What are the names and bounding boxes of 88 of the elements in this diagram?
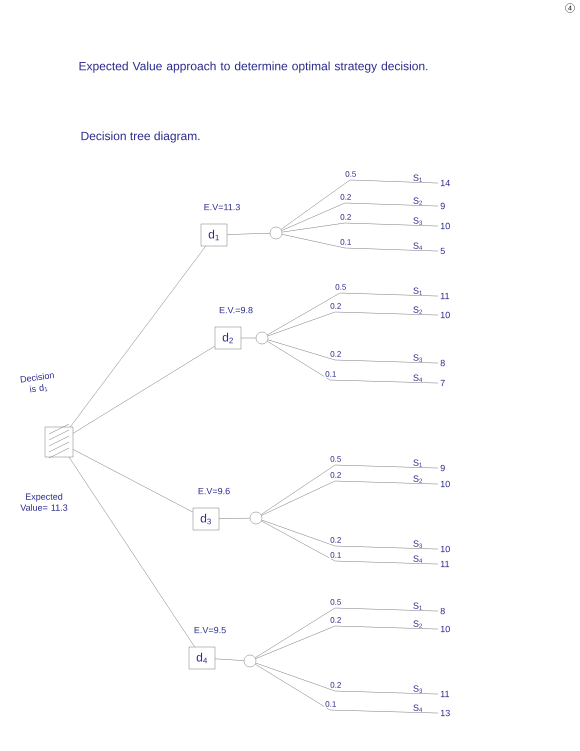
branch-line: [260, 464, 438, 515]
chance-circle: [270, 226, 282, 240]
state-label: S$_{3}$: [413, 540, 422, 548]
chance-circle: [244, 654, 256, 668]
branch-line: [256, 626, 438, 659]
decision-box: d$_{1}$: [200, 224, 228, 246]
state-label: S$_{4}$: [413, 704, 422, 712]
edge-label: 0.2: [339, 193, 352, 201]
title: Expected Value approach to determine optimal strategy decision.: [80, 62, 428, 73]
edge-label: 0.2: [329, 302, 342, 310]
branch-line: [268, 340, 438, 364]
branch-line: [68, 457, 195, 647]
branch-line: [268, 312, 438, 336]
decision-box: d$_{4}$: [188, 646, 216, 670]
payoff-value: 9: [440, 464, 445, 472]
edge-label: 0.2: [329, 681, 342, 689]
state-label: S$_{1}$: [413, 174, 422, 182]
state-label: S$_{1}$: [413, 602, 422, 610]
decision-box: d$_{3}$: [192, 508, 220, 530]
edge-label: 0.1: [324, 370, 338, 378]
branch-line: [215, 658, 244, 661]
payoff-value: 10: [440, 222, 450, 230]
branch-line: [70, 246, 206, 427]
state-label: S$_{1}$: [413, 287, 422, 295]
payoff-value: 11: [440, 690, 450, 698]
branch-line: [282, 222, 438, 232]
branch-line: [267, 341, 438, 384]
payoff-value: 8: [440, 608, 445, 614]
payoff-value: 13: [440, 710, 450, 716]
branch-line: [227, 233, 270, 235]
payoff-value: 9: [440, 202, 445, 210]
state-label: S$_{3}$: [413, 217, 422, 225]
state-label: S$_{4}$: [413, 374, 422, 382]
payoff-value: 7: [440, 380, 445, 386]
branch-line: [219, 518, 250, 519]
payoff-value: 14: [440, 180, 450, 186]
branch-line: [73, 346, 215, 434]
edge-label: 0.2: [329, 616, 342, 624]
expected-value-label: E.V=11.3: [204, 204, 240, 210]
branch-line: [261, 480, 438, 516]
payoff-value: 10: [440, 312, 450, 318]
edge-label: 0.5: [334, 283, 348, 291]
chance-circle: [250, 512, 262, 524]
edge-label: 0.1: [329, 551, 342, 559]
chance-circle: [256, 332, 268, 344]
decision-note: Decision is d$_{1}$: [20, 372, 54, 392]
hatched-decision-box: [44, 424, 74, 458]
branch-line: [73, 449, 193, 512]
branch-line: [280, 180, 438, 230]
branch-line: [262, 520, 438, 550]
payoff-value: 11: [440, 560, 450, 568]
branch-line: [255, 608, 438, 658]
edge-label: 0.5: [344, 170, 358, 178]
payoff-value: 11: [440, 292, 450, 300]
edge-label: 0.1: [339, 238, 352, 246]
expected-value-note: Expected Value= 11.3: [20, 493, 68, 511]
payoff-value: 10: [440, 546, 450, 552]
branch-line: [256, 662, 438, 694]
state-label: S$_{4}$: [413, 556, 422, 563]
state-label: S$_{2}$: [413, 620, 422, 628]
edge-label: 0.1: [324, 700, 338, 708]
branch-line: [282, 202, 438, 231]
edge-label: 0.5: [329, 455, 342, 463]
payoff-value: 10: [440, 480, 450, 488]
state-label: S$_{4}$: [413, 242, 422, 250]
edge-label: 0.2: [329, 536, 342, 544]
branch-line: [255, 664, 438, 714]
expected-value-label: E.V.=9.8: [220, 306, 253, 314]
payoff-value: 5: [440, 248, 445, 254]
state-label: S$_{1}$: [413, 460, 422, 467]
edge-label: 0.2: [339, 213, 352, 221]
expected-value-label: E.V=9.5: [194, 626, 226, 634]
subtitle: Decision tree diagram.: [82, 131, 200, 143]
branch-line: [267, 292, 438, 336]
edge-label: 0.2: [329, 350, 342, 358]
payoff-value: 10: [440, 626, 450, 632]
branch-line: [282, 234, 438, 252]
branch-line: [261, 520, 438, 564]
edge-label: 0.2: [329, 471, 342, 479]
state-label: S$_{2}$: [413, 475, 422, 483]
state-label: S$_{2}$: [413, 197, 422, 205]
state-label: S$_{2}$: [413, 306, 422, 314]
payoff-value: 8: [440, 360, 445, 366]
state-label: S$_{3}$: [413, 685, 422, 693]
decision-box: d$_{2}$: [214, 326, 242, 350]
expected-value-label: E.V=9.6: [198, 488, 230, 494]
state-label: S$_{3}$: [413, 354, 422, 362]
edge-label: 0.5: [329, 598, 342, 606]
